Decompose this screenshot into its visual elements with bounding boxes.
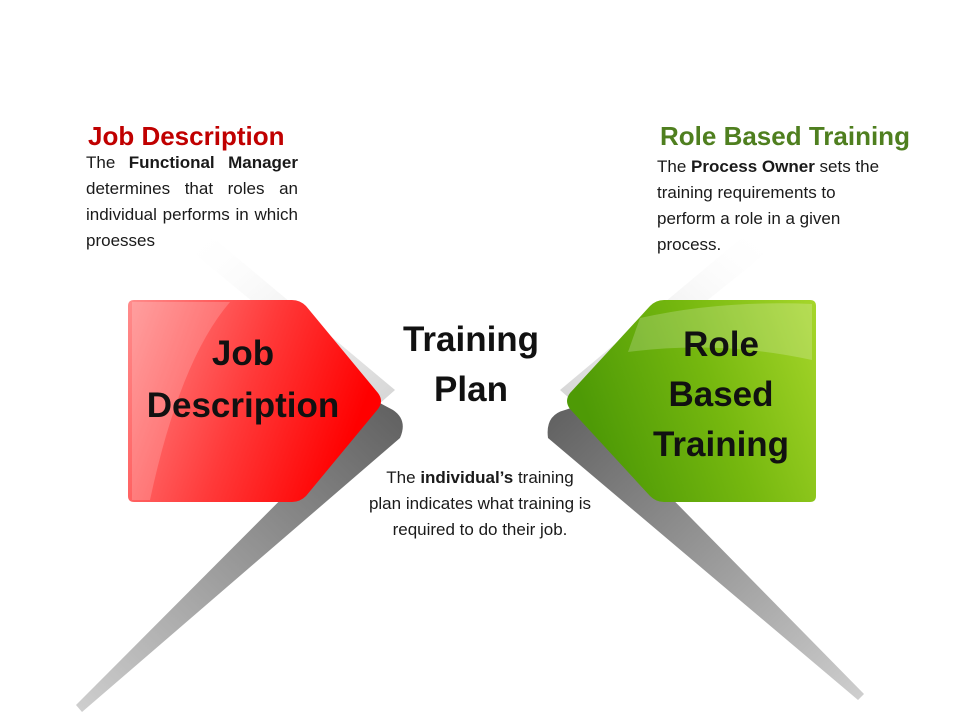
shape-label-line: Based bbox=[668, 375, 774, 414]
shape-label-line: Training bbox=[652, 425, 790, 464]
job-description-shape bbox=[128, 300, 381, 502]
job-description-text: The Functional Manager determines that r… bbox=[86, 153, 298, 250]
left-blade-shape bbox=[76, 402, 403, 712]
title-line: Training bbox=[402, 320, 540, 359]
right-blade-shape bbox=[547, 405, 864, 700]
training-plan-text: The individual’s training plan indicates… bbox=[368, 468, 592, 539]
training-plan-title: Training Plan bbox=[385, 315, 557, 415]
job-description-gloss bbox=[132, 302, 230, 500]
job-description-heading: Job Description bbox=[88, 121, 285, 151]
role-based-training-gloss bbox=[628, 303, 812, 360]
role-based-training-heading: Role Based Training bbox=[660, 121, 910, 151]
shape-label-line: Job bbox=[211, 334, 275, 373]
shape-label-line: Description bbox=[146, 386, 340, 425]
role-based-training-text: The Process Owner sets the training requ… bbox=[657, 157, 880, 254]
job-description-shape-label: Job Description bbox=[128, 328, 358, 432]
role-based-training-shape bbox=[567, 300, 816, 502]
shape-label-line: Role bbox=[683, 325, 759, 364]
role-based-training-shape-label: Role Based Training bbox=[620, 320, 822, 470]
title-line: Plan bbox=[434, 370, 508, 409]
